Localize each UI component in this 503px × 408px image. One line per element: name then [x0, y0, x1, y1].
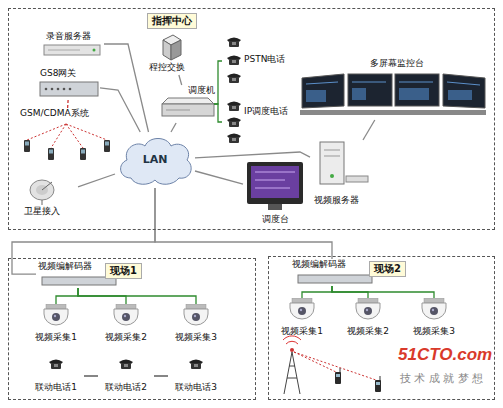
codec-node: 视频编解码器	[36, 261, 120, 288]
node-label: GSM/CDMA系统	[20, 108, 89, 119]
camera-node: 视频采集2	[98, 304, 154, 344]
satellite-node: 卫星接入	[20, 176, 78, 218]
mobile-system-node: GSM/CDMA系统	[16, 108, 116, 162]
connector-line	[171, 123, 176, 132]
node-label: 联动电话3	[168, 382, 224, 393]
connector-line	[214, 104, 222, 122]
connector-line	[155, 188, 332, 259]
console-node: 调度台	[243, 160, 307, 226]
connector-line	[302, 286, 332, 298]
watermark-text: 51CTO.com	[398, 345, 492, 365]
group-title: 现场1	[105, 263, 142, 279]
phone-node: 联动电话2	[98, 356, 154, 396]
node-label: IP调度电话	[244, 106, 288, 117]
connector-line	[363, 120, 375, 140]
node-label: LAN	[115, 154, 195, 165]
node-label: 视频采集3	[406, 326, 462, 337]
camera-node: 视频采集3	[406, 298, 462, 338]
connector-line	[12, 188, 155, 274]
node-label: 录音服务器	[46, 31, 91, 42]
connector-line	[67, 100, 69, 108]
connector-line	[56, 288, 78, 304]
connector-line	[100, 88, 140, 132]
node-label: 调度机	[188, 85, 215, 96]
group-title: 现场2	[369, 261, 406, 277]
network-cloud: LAN	[115, 132, 195, 188]
connector-line	[78, 288, 196, 304]
node-label: 程控交换	[149, 62, 185, 73]
connector-line	[195, 171, 243, 184]
connector-line	[195, 152, 310, 158]
watermark-text: 技 术 成 就 梦 想	[400, 371, 483, 386]
connector-line	[78, 288, 126, 304]
switch-node: 程控交换	[145, 33, 201, 75]
node-label: 多屏幕监控台	[370, 58, 424, 69]
connector-line	[332, 286, 368, 298]
group-title: 指挥中心	[147, 13, 197, 29]
node-label: 视频采集2	[98, 332, 154, 343]
container-box: 现场1 视频编解码器视频采集1 视频采集2 视频采集3 联动电话1 联动电话2 联动电话3	[8, 258, 256, 400]
container-box: 指挥中心录音服务器 GS8网关 GSM/CDMA系统 程控交换调度机 PSTN电话 IP调…	[8, 8, 495, 230]
connector-line	[332, 286, 434, 298]
camera-node: 视频采集1	[28, 304, 84, 344]
node-label: 卫星接入	[24, 206, 60, 217]
node-label: GS8网关	[40, 68, 76, 79]
node-label: 视频采集1	[28, 332, 84, 343]
node-label: 调度台	[243, 214, 307, 225]
monitor-wall-node: 多屏幕监控台	[298, 58, 488, 120]
codec-node: 视频编解码器	[290, 259, 374, 286]
server-node: 录音服务器	[40, 31, 104, 57]
connector-line	[154, 375, 168, 376]
node-label: 联动电话1	[28, 382, 84, 393]
phone-group-node: IP调度电话	[222, 96, 302, 148]
camera-node: 视频采集2	[340, 298, 396, 338]
camera-node: 视频采集3	[168, 304, 224, 344]
camera-node: 视频采集1	[274, 298, 330, 338]
node-label: PSTN电话	[244, 54, 285, 65]
gateway-node: GS8网关	[38, 68, 100, 100]
server-node: 视频服务器	[310, 140, 376, 208]
node-label: 视频服务器	[314, 195, 359, 206]
node-label: 视频采集1	[274, 326, 330, 337]
node-label: 视频采集3	[168, 332, 224, 343]
node-label: 视频编解码器	[292, 259, 346, 270]
connector-line	[104, 44, 149, 132]
node-label: 联动电话2	[98, 382, 154, 393]
phone-node: 联动电话1	[28, 356, 84, 396]
dispatcher-node: 调度机	[160, 85, 214, 123]
phone-node: 联动电话3	[168, 356, 224, 396]
connector-line	[214, 61, 222, 104]
connector-line	[78, 174, 115, 187]
connector-line	[179, 75, 182, 85]
phone-group-node: PSTN电话	[222, 32, 294, 90]
node-label: 视频采集2	[340, 326, 396, 337]
node-label: 视频编解码器	[38, 261, 92, 272]
connector-line	[84, 375, 98, 376]
